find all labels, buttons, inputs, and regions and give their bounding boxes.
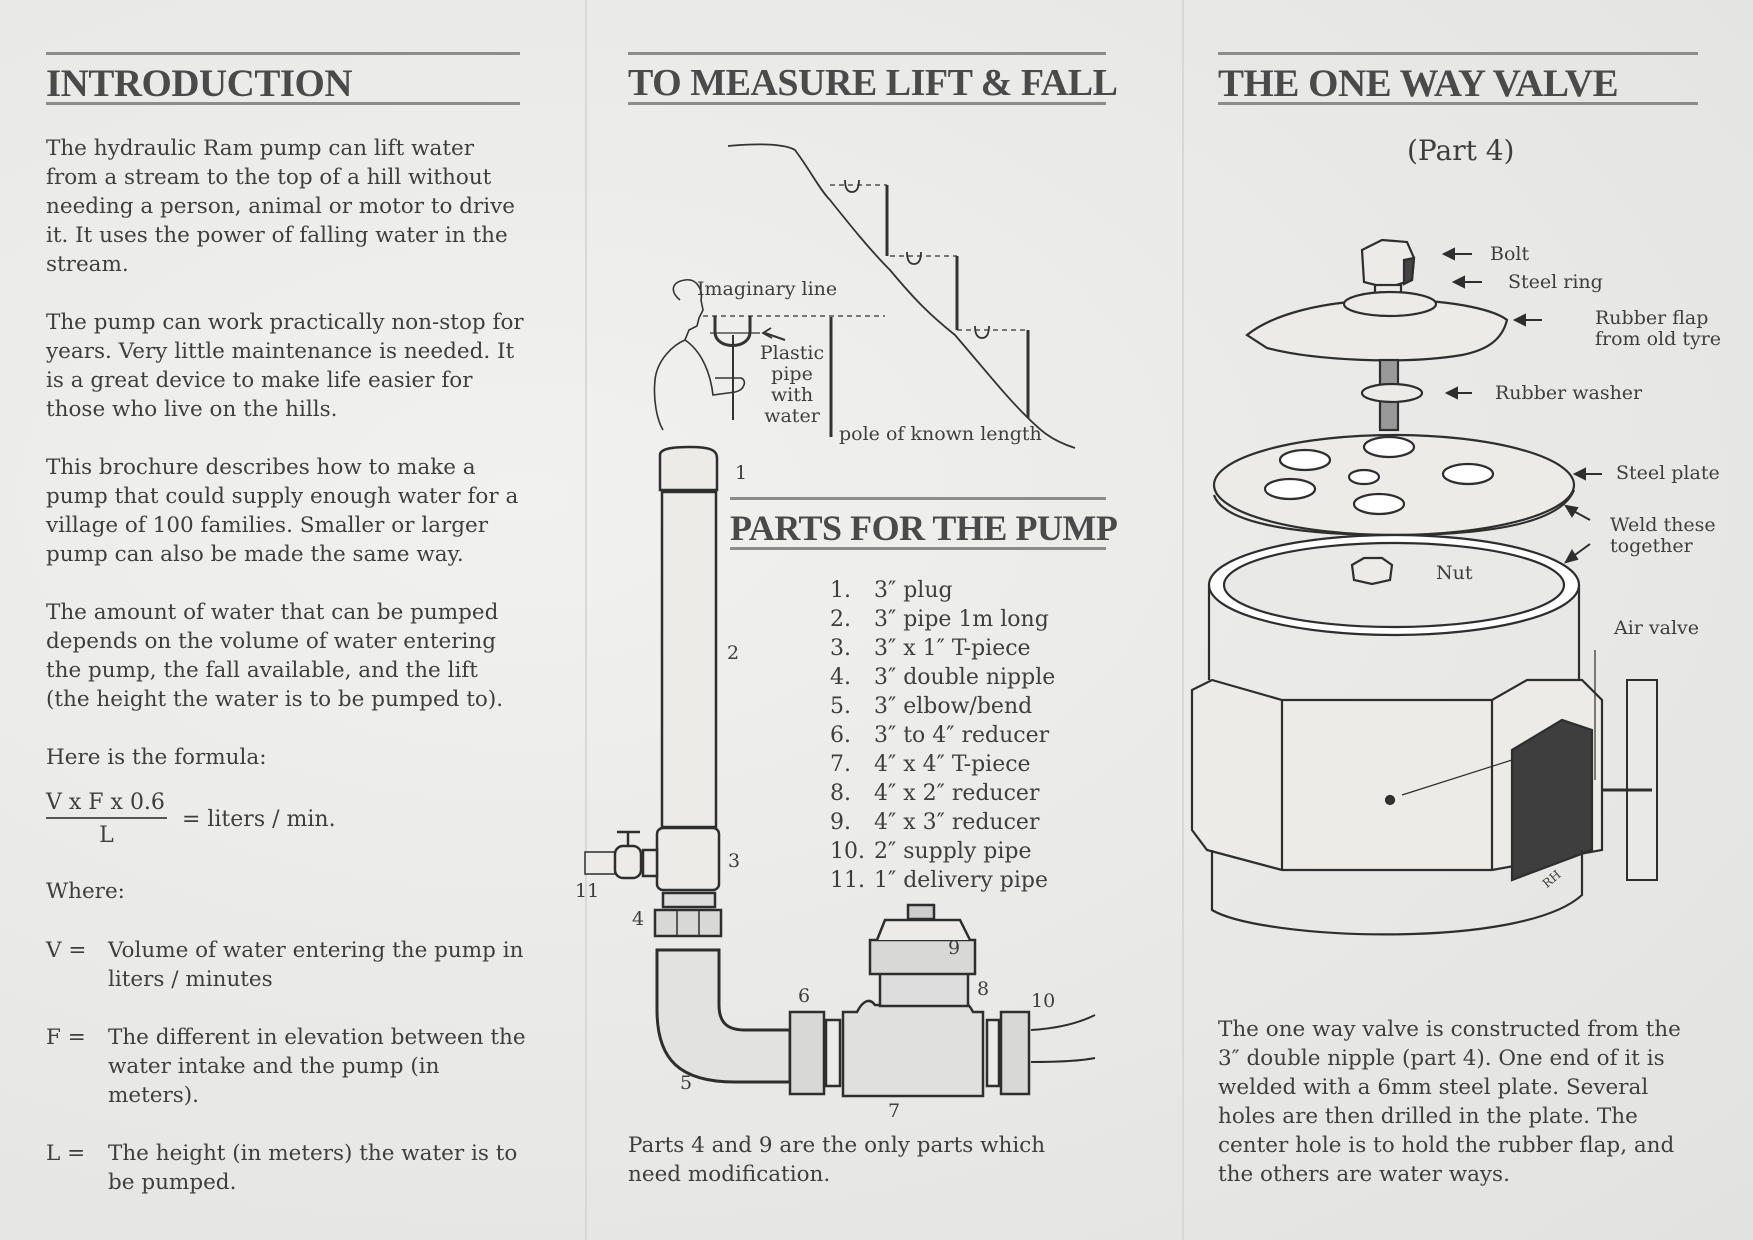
diagram-label-10: 10	[1031, 990, 1056, 1012]
part-item: 8.4″ x 2″ reducer	[830, 781, 1040, 806]
diagram-label-3: 3	[728, 850, 741, 872]
valve-subtitle: (Part 4)	[1407, 134, 1515, 167]
parts-list: 1.3″ plug 2.3″ pipe 1m long 3.3″ x 1″ T-…	[830, 576, 1055, 895]
title-rule-top	[46, 52, 520, 55]
intro-text: The hydraulic Ram pump can lift water fr…	[46, 134, 526, 801]
where-label: Where:	[46, 879, 125, 904]
rubber-flap-label: Rubber flap from old tyre	[1595, 307, 1722, 350]
diagram-label-2: 2	[727, 642, 740, 664]
part-item: 4.3″ double nipple	[830, 665, 1056, 690]
steel-plate-label: Steel plate	[1616, 462, 1720, 484]
diagram-label-1: 1	[735, 462, 748, 484]
part-item: 5.3″ elbow/bend	[830, 694, 1033, 719]
title-rule-top	[628, 52, 1106, 55]
intro-paragraph: The amount of water that can be pumped d…	[46, 600, 504, 712]
parts-title-rule-bottom	[730, 547, 1106, 550]
title-rule-bottom	[46, 102, 520, 105]
air-valve-label: Air valve	[1614, 617, 1700, 639]
valve-exploded-diagram	[1190, 238, 1658, 936]
diagram-label-8: 8	[977, 978, 990, 1000]
rubber-washer-label: Rubber washer	[1495, 382, 1643, 404]
part-item: 10.2″ supply pipe	[830, 839, 1032, 864]
definitions: V = Volume of water entering the pump in…	[46, 936, 526, 1226]
section-title-valve: THE ONE WAY VALVE	[1218, 62, 1619, 105]
one-way-valve-panel: THE ONE WAY VALVE (Part 4)	[1182, 0, 1753, 1240]
lift-fall-diagram	[653, 143, 1076, 449]
diagram-label-9: 9	[948, 937, 961, 959]
imaginary-line-label: Imaginary line	[697, 278, 838, 300]
fold-line-left	[585, 0, 587, 1240]
page-title: INTRODUCTION	[46, 62, 353, 105]
bolt-label: Bolt	[1490, 243, 1530, 265]
definition-v: V = Volume of water entering the pump in…	[46, 938, 524, 992]
definition-f: F = The different in elevation between t…	[46, 1025, 526, 1108]
pole-label: pole of known length	[839, 423, 1042, 445]
plastic-pipe-label: Plastic pipe with water	[759, 342, 825, 427]
diagram-label-4: 4	[632, 908, 645, 930]
formula-intro: Here is the formula:	[46, 745, 267, 770]
diagram-label-11: 11	[575, 880, 600, 902]
steel-ring-label: Steel ring	[1508, 271, 1603, 293]
diagram-label-6: 6	[798, 985, 811, 1007]
intro-paragraph: The hydraulic Ram pump can lift water fr…	[46, 136, 516, 277]
formula-numerator: V x F x 0.6	[46, 790, 167, 819]
nut-label: Nut	[1436, 562, 1473, 584]
part-item: 3.3″ x 1″ T-piece	[830, 636, 1031, 661]
title-rule-bottom	[1218, 102, 1698, 105]
formula-fraction: V x F x 0.6 L	[46, 790, 167, 848]
part-item: 2.3″ pipe 1m long	[830, 607, 1049, 632]
part-item: 1.3″ plug	[830, 578, 953, 603]
intro-paragraph: This brochure describes how to make a pu…	[46, 455, 519, 567]
parts-note: Parts 4 and 9 are the only parts which n…	[628, 1133, 1046, 1187]
definition-l: L = The height (in meters) the water is …	[46, 1141, 518, 1195]
part-item: 6.3″ to 4″ reducer	[830, 723, 1050, 748]
formula-result: = liters / min.	[181, 806, 336, 832]
measure-and-parts-panel: TO MEASURE LIFT & FALL	[575, 0, 1182, 1240]
weld-label: Weld these together	[1610, 514, 1716, 557]
parts-title-rule-top	[730, 497, 1106, 500]
section-title-parts: PARTS FOR THE PUMP	[730, 508, 1118, 548]
part-item: 9.4″ x 3″ reducer	[830, 810, 1040, 835]
diagram-label-7: 7	[888, 1100, 901, 1122]
diagram-label-5: 5	[680, 1072, 693, 1094]
pump-assembly-diagram	[584, 445, 1096, 1098]
fold-line-right	[1182, 0, 1184, 1240]
formula-denominator: L	[99, 823, 114, 848]
valve-description: The one way valve is constructed from th…	[1218, 1017, 1681, 1187]
formula: V x F x 0.6 L = liters / min.	[46, 790, 336, 848]
intro-paragraph: The pump can work practically non-stop f…	[46, 310, 524, 422]
section-title-measure: TO MEASURE LIFT & FALL	[628, 62, 1118, 104]
introduction-panel: INTRODUCTION The hydraulic Ram pump can …	[0, 0, 585, 1240]
title-rule-bottom	[628, 102, 1106, 105]
part-item: 11.1″ delivery pipe	[830, 868, 1048, 893]
part-item: 7.4″ x 4″ T-piece	[830, 752, 1031, 777]
title-rule-top	[1218, 52, 1698, 55]
